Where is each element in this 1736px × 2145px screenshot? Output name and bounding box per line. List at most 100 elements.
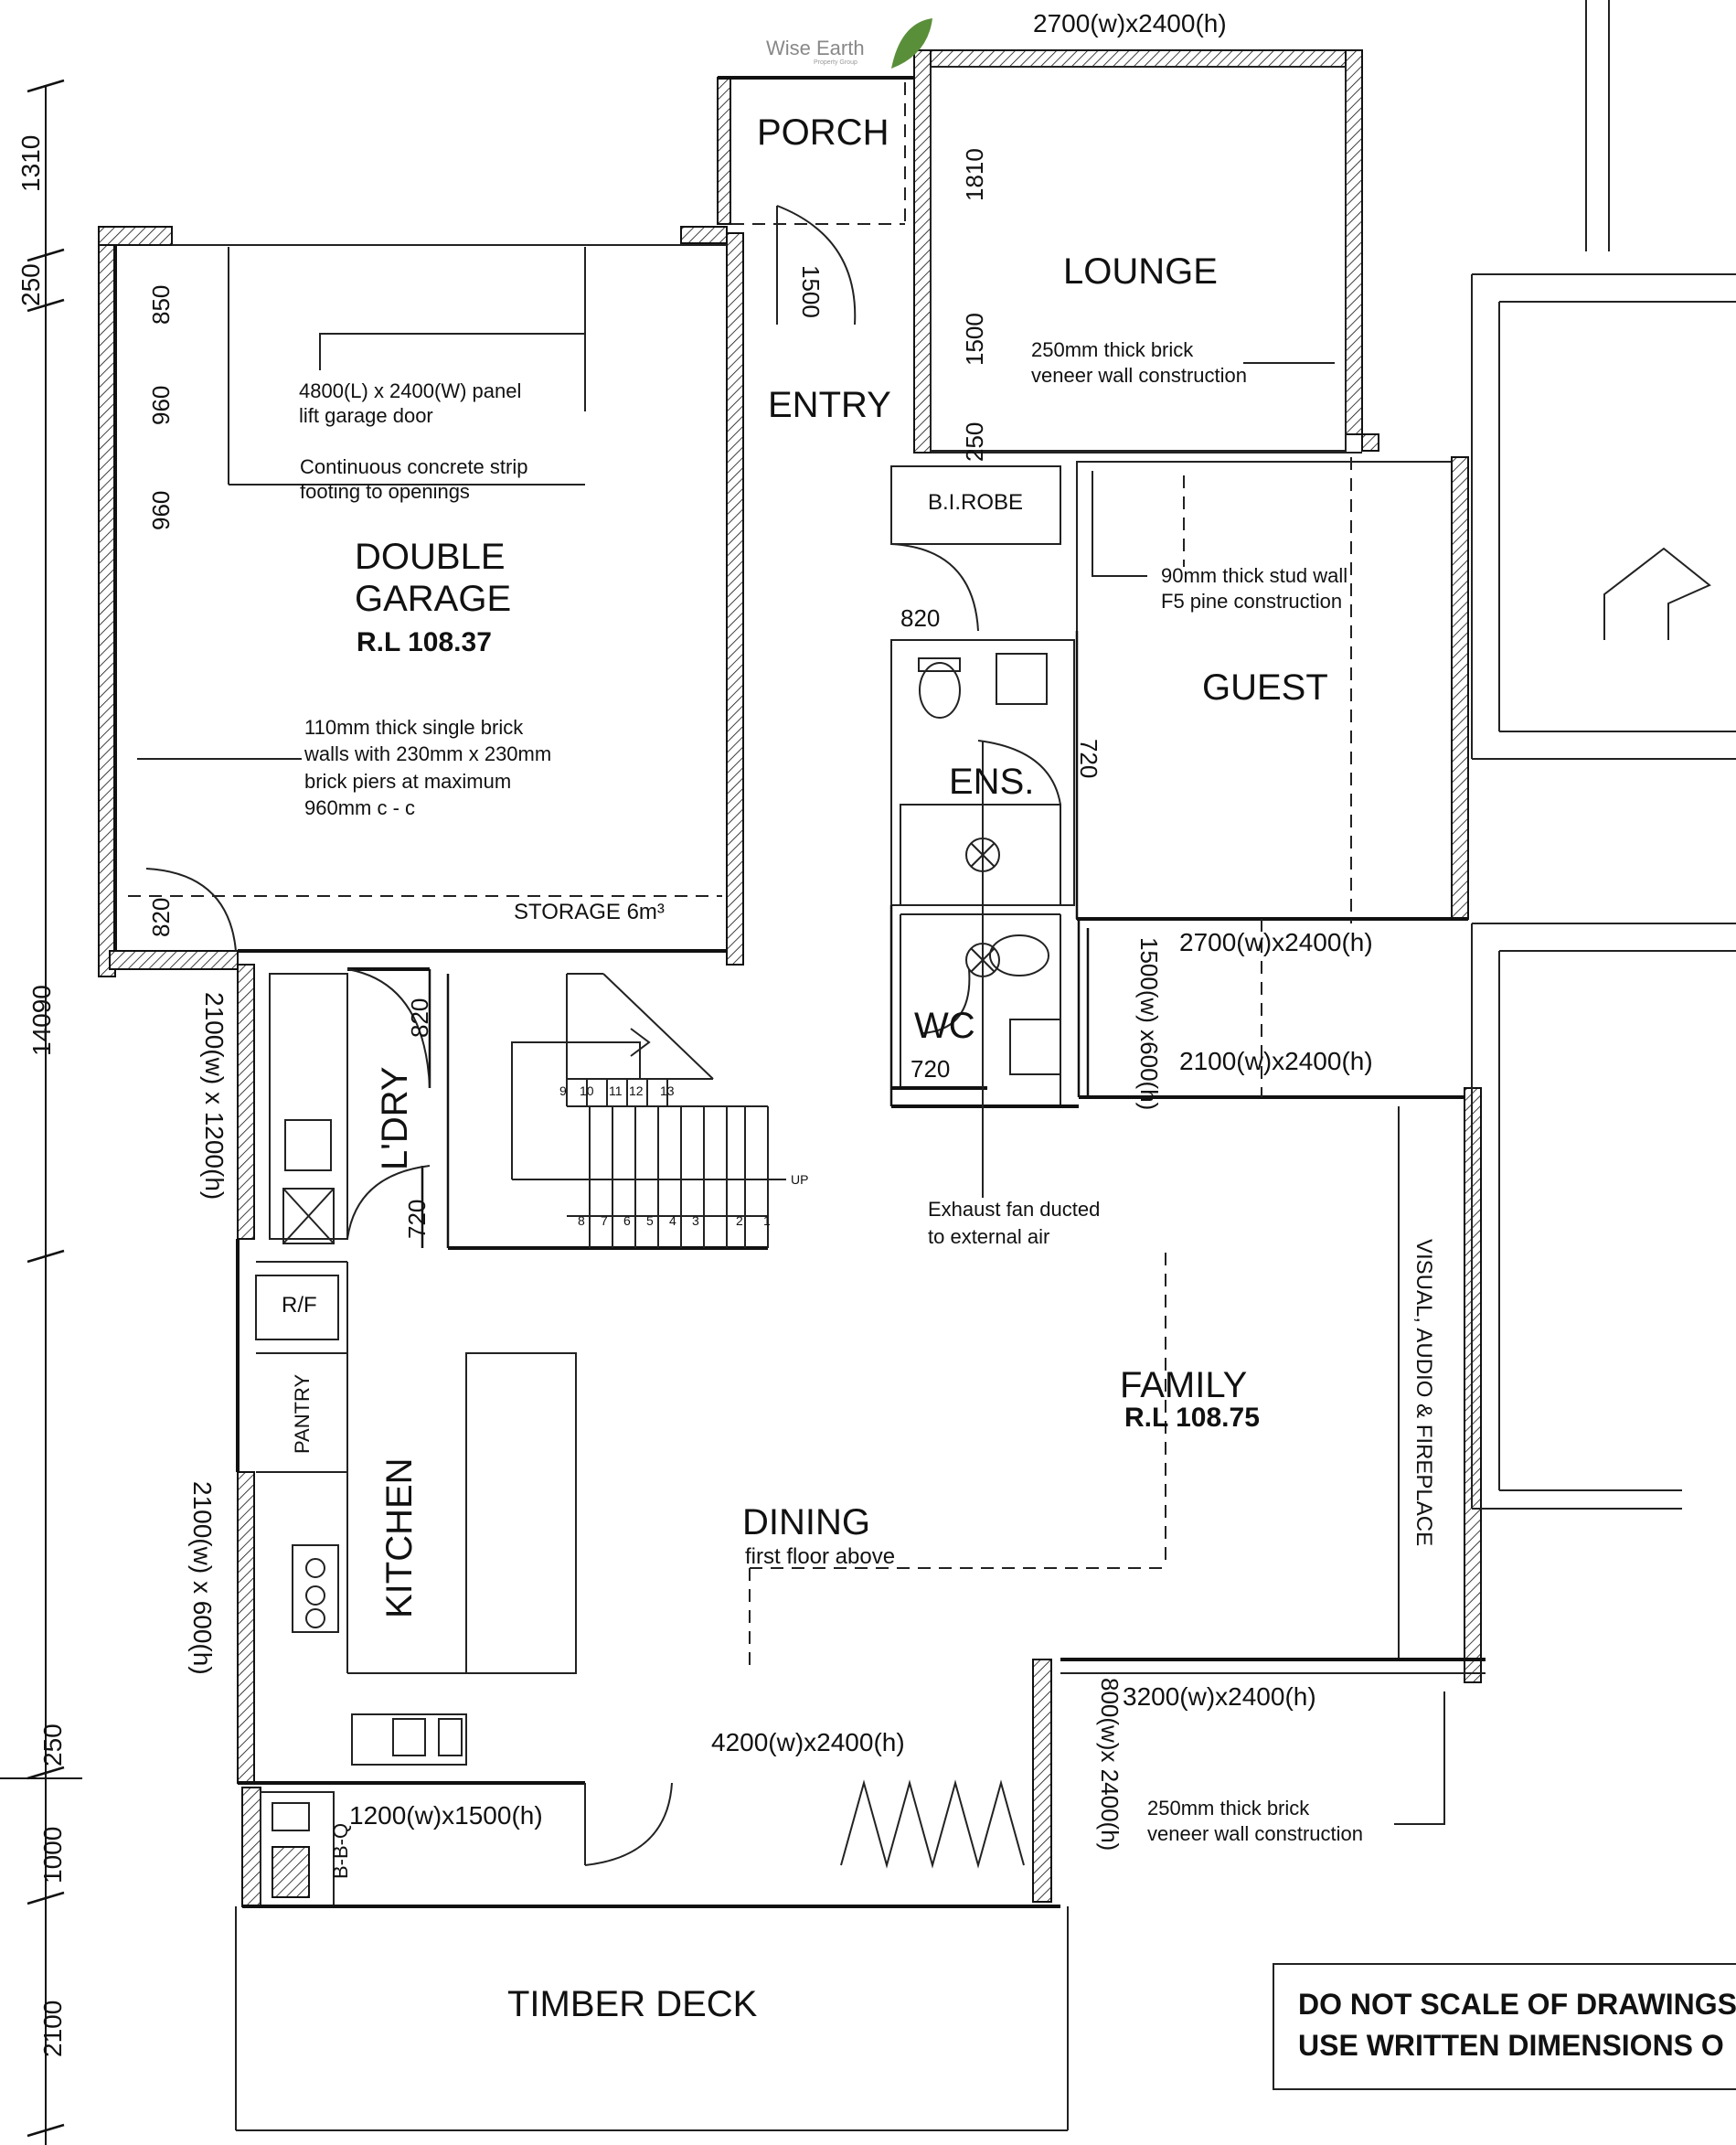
stair-number: 2: [736, 1213, 743, 1228]
fixtures: [255, 653, 1061, 1766]
robe-label: B.I.ROBE: [928, 490, 1023, 515]
window-top: 2700(w)x2400(h): [1033, 9, 1227, 37]
dim-left-1310: 1310: [16, 135, 45, 192]
window-family-corner: 800(w)x 2400(h): [1096, 1678, 1124, 1851]
stair-number: 9: [559, 1083, 567, 1098]
stair-number: 12: [629, 1083, 644, 1098]
dim-garage-c: 960: [147, 491, 175, 530]
porch-walls: [717, 76, 914, 225]
lounge-label: LOUNGE: [1063, 251, 1218, 292]
bbq-deck-walls: [235, 1779, 1069, 2131]
stairs: [446, 973, 786, 1250]
dim-left-2100: 2100: [38, 2001, 67, 2057]
dim-lounge-b: 1500: [961, 313, 988, 366]
footing-note-1: Continuous concrete strip: [300, 455, 527, 478]
dim-left-250-top: 250: [16, 263, 45, 306]
garage-door-note-1: 4800(L) x 2400(W) panel: [299, 379, 521, 402]
deck-label: TIMBER DECK: [507, 1984, 758, 2024]
robe-ensuite-wc-walls: [889, 465, 1079, 1108]
window-family-top: 2100(w)x2400(h): [1179, 1047, 1373, 1075]
exhaust-note-2: to external air: [928, 1225, 1049, 1248]
garage-label-2: GARAGE: [355, 579, 511, 619]
wc-label: WC: [914, 1006, 975, 1046]
leader-lines: [137, 247, 1445, 1825]
visual-audio-label: VISUAL, AUDIO & FIREPLACE: [1411, 1239, 1436, 1546]
guest-label: GUEST: [1202, 667, 1328, 708]
window-wc: 1500(w) x600(h): [1135, 937, 1163, 1110]
entry-label: ENTRY: [768, 385, 891, 425]
kitchen-laundry-walls: [236, 964, 585, 1785]
dim-porch-depth: 1500: [797, 265, 825, 318]
veneer-note-2: veneer wall construction: [1031, 364, 1247, 387]
guest-walls: [1075, 433, 1469, 921]
window-bbq: 1200(w)x1500(h): [349, 1801, 543, 1830]
stair-number: 4: [669, 1213, 676, 1228]
brick-note-2: walls with 230mm x 230mm: [304, 742, 551, 765]
bbq-label: B-B-Q: [329, 1823, 352, 1879]
door-swings: [145, 205, 1061, 1866]
stud-note-2: F5 pine construction: [1161, 590, 1342, 613]
family-rl: R.L 108.75: [1124, 1403, 1260, 1433]
dim-door-820-robe: 820: [900, 604, 940, 632]
dim-lounge-a: 1810: [961, 148, 988, 201]
veneer-note-1: 250mm thick brick: [1031, 338, 1194, 361]
stair-number: 10: [580, 1083, 594, 1098]
logo-subtitle: Property Group: [814, 59, 857, 66]
fridge-label: R/F: [282, 1293, 317, 1318]
company-logo: Wise Earth Property Group: [766, 18, 932, 69]
veneer-note-b1: 250mm thick brick: [1147, 1797, 1310, 1820]
stair-numbers-top: 9 10 11 12 13: [559, 1083, 675, 1098]
stair-number: 11: [609, 1083, 623, 1098]
stair-number: 7: [601, 1213, 608, 1228]
stair-number: 5: [646, 1213, 654, 1228]
dim-left-1000: 1000: [38, 1827, 67, 1884]
dim-door-720-laundry: 720: [403, 1200, 431, 1239]
family-label: FAMILY: [1120, 1365, 1247, 1405]
stair-number: 13: [660, 1083, 675, 1098]
footing-note-2: footing to openings: [300, 480, 470, 503]
dim-left-14090: 14090: [27, 985, 56, 1056]
dining-island: [465, 1352, 577, 1674]
garage-label-1: DOUBLE: [355, 537, 506, 577]
storage-label: STORAGE 6m³: [514, 900, 665, 924]
window-laundry-side: 2100(w) x 1200(h): [200, 992, 229, 1200]
warning-line-1: DO NOT SCALE OF DRAWINGS: [1298, 1988, 1736, 2021]
window-family-bottom: 3200(w)x2400(h): [1123, 1682, 1316, 1711]
lounge-walls: [913, 49, 1363, 454]
dim-door-720-wc: 720: [911, 1055, 950, 1083]
stair-number: 3: [692, 1213, 699, 1228]
stair-numbers-bottom: 8 7 6 5 4 3 2 1: [578, 1213, 771, 1228]
stair-number: 8: [578, 1213, 585, 1228]
stud-note-1: 90mm thick stud wall: [1161, 564, 1347, 587]
ensuite-label: ENS.: [949, 762, 1034, 802]
left-dimension-string: [0, 79, 82, 2145]
window-guest-bottom: 2700(w)x2400(h): [1179, 928, 1373, 956]
window-dining-door: 4200(w)x2400(h): [711, 1728, 905, 1756]
garage-rl: R.L 108.37: [357, 627, 492, 657]
dining-label: DINING: [742, 1502, 870, 1542]
leaf-icon: [891, 18, 932, 69]
garage-door-note-2: lift garage door: [299, 404, 433, 427]
stair-number: 6: [623, 1213, 631, 1228]
dim-door-820-laundry: 820: [406, 998, 433, 1038]
porch-label: PORCH: [757, 112, 889, 153]
dim-door-720-ensuite: 720: [1075, 739, 1102, 778]
window-kitchen-side: 2100(w) x 600(h): [188, 1481, 217, 1675]
stairs-up-label: UP: [791, 1172, 808, 1187]
garage-walls: [98, 226, 744, 977]
stair-number: 1: [763, 1213, 771, 1228]
pantry-label: PANTRY: [291, 1373, 314, 1454]
dim-garage-a: 850: [147, 285, 175, 325]
laundry-label: L'DRY: [375, 1066, 415, 1170]
dim-lounge-c: 250: [961, 422, 988, 462]
exhaust-note-1: Exhaust fan ducted: [928, 1198, 1100, 1221]
brick-note-1: 110mm thick single brick: [304, 716, 524, 739]
dim-garage-b: 960: [147, 386, 175, 425]
veneer-note-b2: veneer wall construction: [1147, 1822, 1363, 1845]
dining-note: first floor above: [745, 1544, 895, 1569]
logo-name: Wise Earth: [766, 37, 865, 59]
warning-line-2: USE WRITTEN DIMENSIONS O: [1298, 2029, 1724, 2062]
dim-door-820-garage: 820: [147, 898, 175, 937]
dim-left-250-bottom: 250: [38, 1723, 67, 1766]
